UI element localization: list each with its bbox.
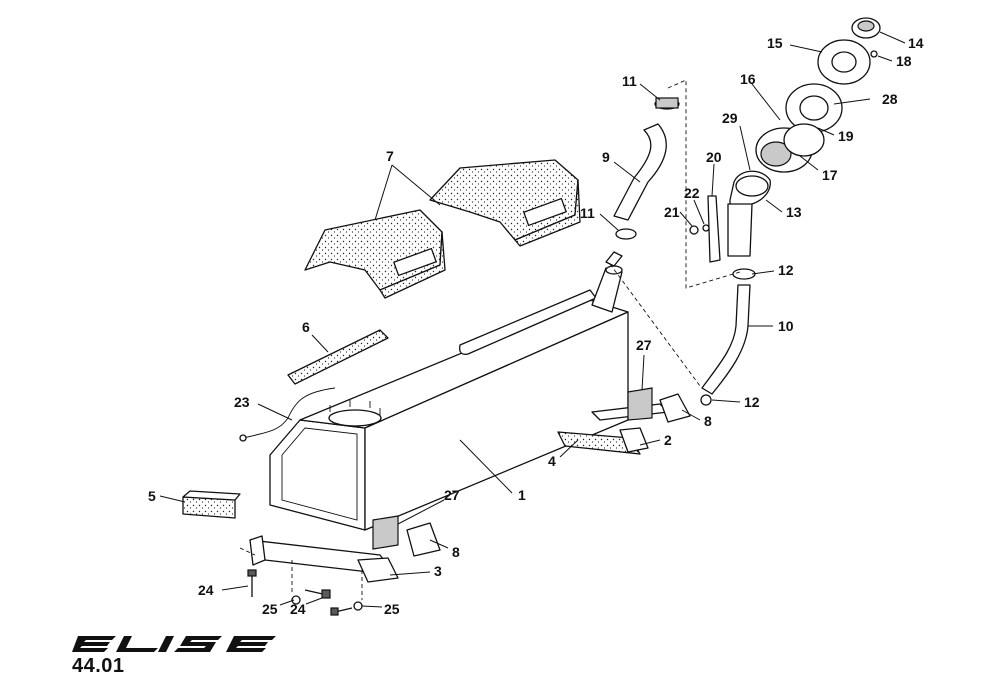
fuel-tank: [269, 251, 629, 531]
callout-28: 28: [882, 91, 898, 107]
callout-8b: 8: [452, 544, 460, 560]
callout-25a: 25: [262, 601, 278, 617]
callout-29: 29: [722, 110, 738, 126]
callout-19: 19: [838, 128, 854, 144]
callout-5: 5: [148, 488, 156, 504]
callout-18: 18: [896, 53, 912, 69]
callout-24a: 24: [198, 582, 214, 598]
model-logo: [72, 636, 276, 652]
callout-1: 1: [518, 487, 526, 503]
rear-mounting-bracket: [239, 535, 399, 600]
callout-11b: 11: [580, 205, 595, 221]
tank-strap-strip: [287, 329, 389, 385]
callout-2: 2: [664, 432, 672, 448]
callout-15: 15: [767, 35, 783, 51]
assembly-frame: [609, 79, 741, 387]
upper-filler-hose: [613, 97, 680, 240]
callout-13: 13: [786, 204, 802, 220]
callout-27b: 27: [444, 487, 460, 503]
callout-11a: 11: [622, 73, 637, 89]
callout-leaders: [159, 31, 906, 608]
callout-21: 21: [664, 204, 680, 220]
callout-14: 14: [908, 35, 924, 51]
part-callouts: 1 2 3 4 5 6 7 8 8 9 10 11 11 12 12 13 14…: [148, 35, 924, 617]
callout-7: 7: [386, 148, 394, 164]
callout-24b: 24: [290, 601, 306, 617]
callout-4: 4: [548, 453, 556, 469]
callout-20: 20: [706, 149, 722, 165]
callout-16: 16: [740, 71, 756, 87]
callout-17: 17: [822, 167, 838, 183]
callout-23: 23: [234, 394, 250, 410]
filler-pipe-assembly: [689, 170, 771, 263]
bolts-and-washers: [247, 569, 363, 616]
callout-12b: 12: [744, 394, 760, 410]
filler-cap-assembly: [755, 17, 881, 173]
callout-27a: 27: [636, 337, 652, 353]
foam-block: [182, 490, 241, 519]
callout-6: 6: [302, 319, 310, 335]
lower-filler-hose: [700, 268, 756, 406]
callout-25b: 25: [384, 601, 400, 617]
callout-22: 22: [684, 185, 700, 201]
callout-3: 3: [434, 563, 442, 579]
callout-8a: 8: [704, 413, 712, 429]
page-number: 44.01: [72, 655, 125, 677]
callout-9: 9: [602, 149, 610, 165]
callout-12a: 12: [778, 262, 794, 278]
rubber-pads: [372, 387, 691, 557]
callout-10: 10: [778, 318, 794, 334]
foam-insulation-blocks: [304, 159, 581, 299]
